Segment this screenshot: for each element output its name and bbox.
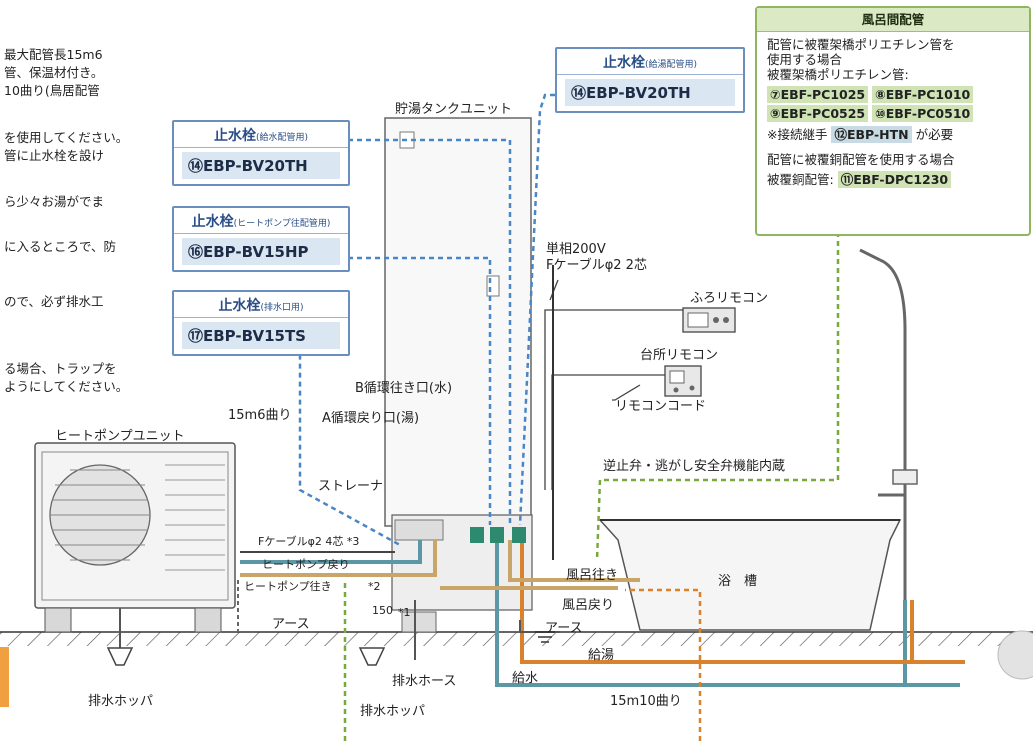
- valve-title: 止水栓: [213, 128, 256, 144]
- valve-box-supply: 止水栓(給水配管用) ⑭EBP-BV20TH: [172, 120, 350, 186]
- label-hp-supply: ヒートポンプ往き: [244, 580, 332, 593]
- part-chip: ⑫EBP-HTN: [831, 126, 912, 143]
- valve-box-hotwater: 止水栓(給湯配管用) ⑭EBP-BV20TH: [555, 47, 745, 113]
- label-drain-hose: 排水ホース: [392, 674, 457, 689]
- valve-box-heatpump: 止水栓(ヒートポンプ往配管用) ⑯EBP-BV15HP: [172, 206, 350, 272]
- note-line-4: を使用してください。: [4, 130, 129, 145]
- bath-text: ※接続継手: [767, 127, 828, 142]
- label-hp-15m6: 15m6曲り: [228, 408, 292, 423]
- label-drain-hopper-left: 排水ホッパ: [88, 694, 154, 709]
- page-tab-circle: [997, 630, 1033, 680]
- label-f-cable4: Fケーブルφ2 4芯 *3: [258, 535, 360, 548]
- valve-subtitle: (排水口用): [260, 303, 304, 313]
- note-line-9: る場合、トラップを: [4, 361, 117, 376]
- part-chip: ⑧EBF-PC1010: [872, 86, 974, 103]
- valve-subtitle: (ヒートポンプ往配管用): [233, 219, 331, 229]
- label-heat-pump-unit: ヒートポンプユニット: [55, 429, 185, 444]
- note-line-1: 最大配管長15m6: [4, 47, 103, 62]
- bath-leaders: [343, 232, 840, 741]
- bath-remote: [682, 307, 736, 333]
- label-dim-150: 150: [372, 604, 393, 617]
- heat-pump-pipes: [237, 540, 437, 632]
- part-chip: ⑪EBF-DPC1230: [837, 171, 952, 188]
- label-earth-left: アース: [272, 617, 310, 632]
- label-bath-remote: ふろリモコン: [690, 291, 769, 306]
- bath-text: 使用する場合: [767, 52, 843, 67]
- label-star1: *1: [398, 606, 411, 619]
- ground: [0, 631, 1033, 646]
- note-line-10: ようにしてください。: [4, 379, 129, 394]
- label-bath-15m10: 15m10曲り: [610, 694, 682, 709]
- label-earth-right: アース: [545, 621, 583, 636]
- earth-symbol-right: [535, 631, 555, 643]
- bath-text: 配管に被覆銅配管を使用する場合: [767, 152, 955, 167]
- bath-piping-box: 風呂間配管 配管に被覆架橋ポリエチレン管を 使用する場合 被覆架橋ポリエチレン管…: [755, 6, 1031, 236]
- bath-text: 配管に被覆架橋ポリエチレン管を: [767, 37, 955, 52]
- label-star2: *2: [368, 580, 381, 593]
- label-b-port: B循環往き口(水): [355, 381, 453, 396]
- valve-part-number: ⑰EBP-BV15TS: [182, 322, 340, 349]
- note-line-8: ので、必ず排水工: [4, 294, 104, 309]
- valve-title: 止水栓: [218, 298, 261, 314]
- valve-subtitle: (給水配管用): [255, 133, 309, 143]
- note-line-2: 管、保温材付き。: [4, 65, 104, 80]
- label-bath-go: 風呂往き: [566, 568, 619, 583]
- label-power: 単相200V: [546, 242, 606, 257]
- note-line-7: に入るところで、防: [4, 239, 117, 254]
- bathtub: [598, 519, 902, 631]
- label-kitchen-remote: 台所リモコン: [640, 348, 719, 363]
- bath-piping-title: 風呂間配管: [757, 8, 1029, 32]
- note-line-3: 10曲り(鳥居配管: [4, 83, 100, 98]
- note-line-6: ら少々お湯がでま: [4, 194, 105, 209]
- label-drain-hopper-mid: 排水ホッパ: [360, 704, 426, 719]
- valve-title: 止水栓: [191, 214, 234, 230]
- heat-pump-unit: [34, 442, 236, 633]
- note-line-5: 管に止水栓を設け: [4, 148, 105, 163]
- label-bath-return: 風呂戻り: [562, 598, 615, 613]
- part-chip: ⑩EBF-PC0510: [872, 105, 974, 122]
- part-chip: ⑦EBF-PC1025: [767, 86, 869, 103]
- label-a-port: A循環戻り口(湯): [322, 411, 420, 426]
- bath-text: 被覆架橋ポリエチレン管:: [767, 67, 909, 82]
- label-tank-unit: 貯湯タンクユニット: [395, 102, 513, 117]
- label-hp-return: ヒートポンプ戻り: [262, 558, 350, 571]
- label-check-valve: 逆止弁・逃がし安全弁機能内蔵: [603, 459, 786, 474]
- section-tab: [0, 647, 9, 707]
- storage-tank-unit: [384, 117, 533, 633]
- label-bathtub: 浴 槽: [718, 574, 758, 589]
- tank-valves: [470, 527, 526, 543]
- label-water-supply: 給水: [512, 671, 539, 686]
- valve-subtitle: (給湯配管用): [644, 60, 698, 70]
- kitchen-remote: [664, 365, 702, 397]
- valve-part-number: ⑭EBP-BV20TH: [182, 152, 340, 179]
- bath-text: 被覆銅配管:: [767, 172, 834, 187]
- label-remote-cord: リモコンコード: [615, 399, 707, 414]
- shower-fixture: [859, 248, 918, 600]
- valve-box-drain: 止水栓(排水口用) ⑰EBP-BV15TS: [172, 290, 350, 356]
- label-hot-supply: 給湯: [588, 648, 615, 663]
- label-strainer: ストレーナ: [318, 479, 384, 494]
- bath-pipes: [440, 540, 640, 590]
- valve-title: 止水栓: [602, 55, 645, 71]
- drain-hopper-left: [106, 647, 134, 666]
- label-cable: Fケーブルφ2 2芯: [546, 258, 647, 273]
- valve-part-number: ⑯EBP-BV15HP: [182, 238, 340, 265]
- part-chip: ⑨EBF-PC0525: [767, 105, 869, 122]
- bath-text: が必要: [915, 127, 954, 142]
- drain-hopper-mid: [358, 647, 386, 666]
- valve-part-number: ⑭EBP-BV20TH: [565, 79, 735, 106]
